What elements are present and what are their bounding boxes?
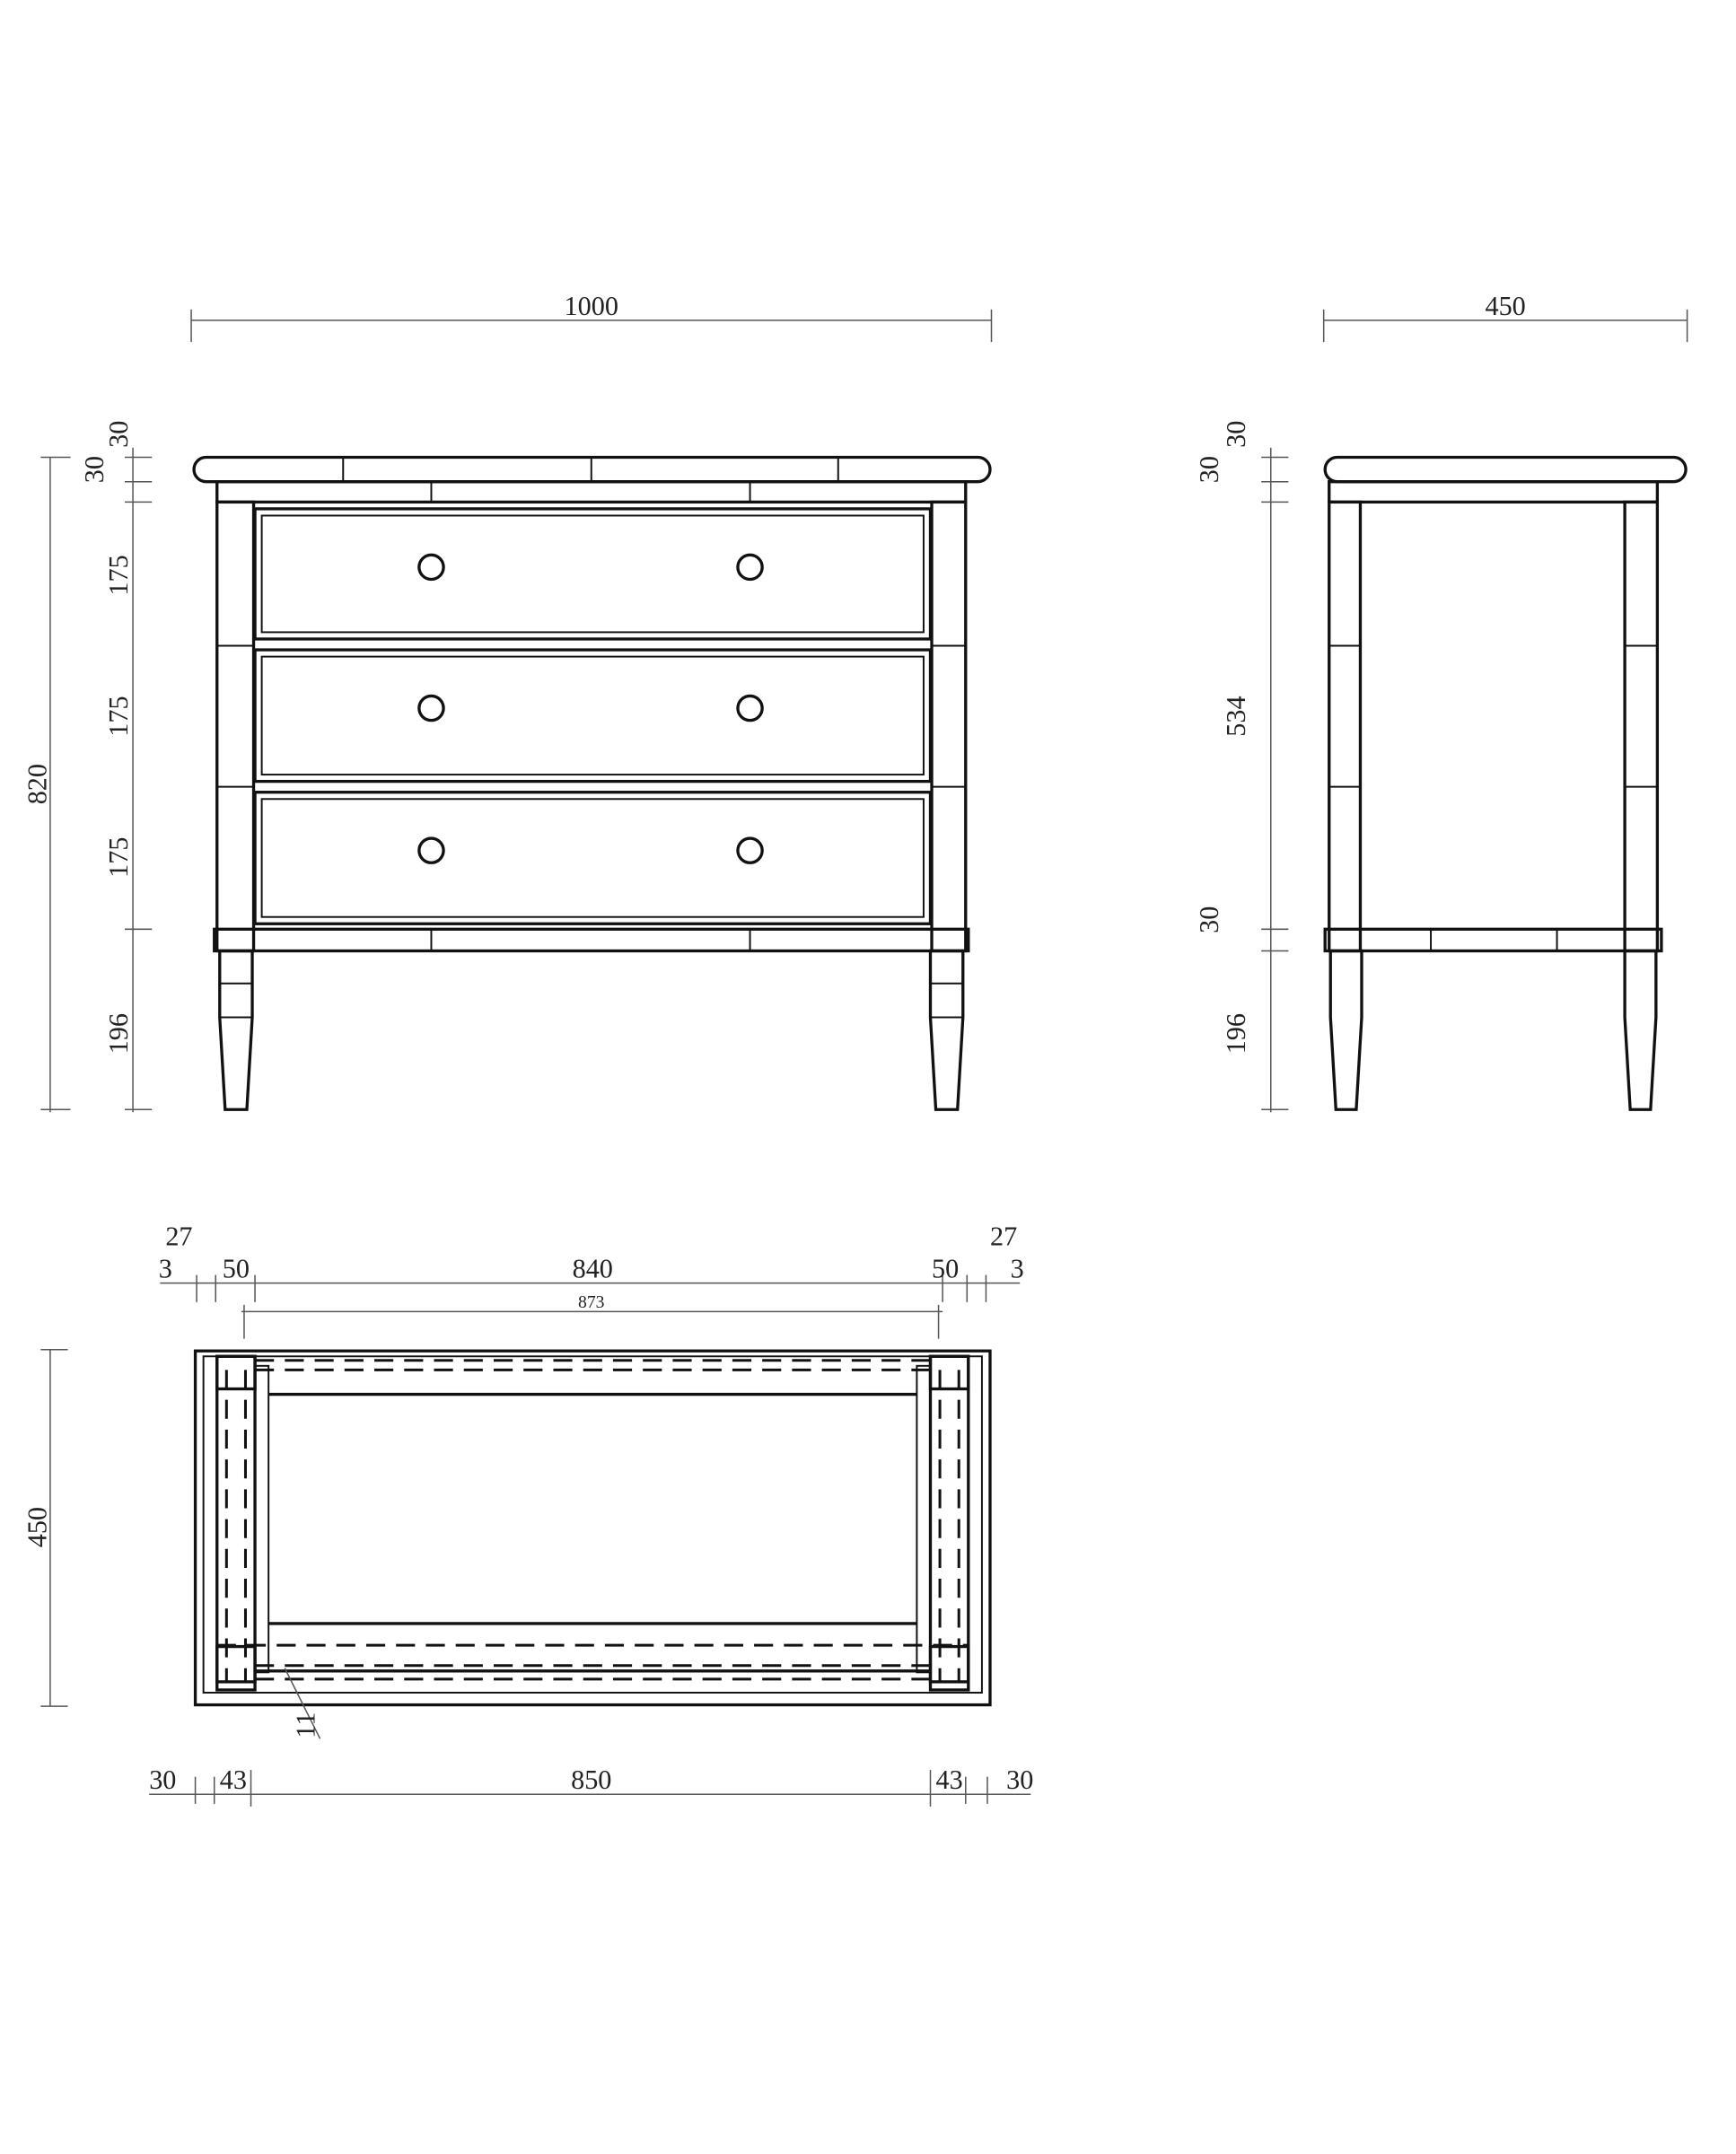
dim-gap: 11 [291,1712,321,1738]
chest-front [192,455,992,1111]
front-width-dimension: 1000 [190,291,993,343]
dim-side-depth: 450 [1485,291,1525,321]
dim-total-height: 820 [22,764,52,804]
drawer-2 [253,648,933,784]
dim-side-rail: 30 [1194,456,1224,483]
knob-icon [736,836,764,864]
dim-drawer-1: 175 [103,555,134,595]
dim-right-overhang-b: 27 [990,1221,1017,1251]
dim-bottom-inner: 850 [571,1764,611,1795]
dim-legs: 196 [103,1013,134,1054]
side-view: 450 30 30 534 30 196 [1194,291,1688,1113]
dim-bottom-left-post: 43 [220,1764,247,1795]
dim-right-overhang-a: 3 [1011,1254,1024,1284]
dim-side-bottom-rail: 30 [1194,906,1224,933]
corner-post [928,1644,970,1684]
corner-post [928,1354,970,1391]
corner-post [215,1354,257,1391]
dim-rail: 30 [79,456,110,483]
chest-plan: 11 [193,1349,992,1739]
front-height-dimensions: 820 30 30 175 175 175 196 [22,421,153,1113]
dim-inner: 840 [573,1254,613,1284]
chest-side [1323,455,1688,1111]
knob-icon [417,694,445,722]
knob-icon [417,836,445,864]
dim-side-body: 534 [1221,696,1251,736]
dim-front-width: 1000 [565,291,618,321]
dim-bottom-right-edge: 30 [1006,1764,1033,1795]
dim-side-top: 30 [1221,421,1251,448]
knob-icon [417,553,445,582]
dim-bottom-right-post: 43 [936,1764,963,1795]
drawer-1 [253,507,933,641]
dim-right-post: 50 [932,1254,959,1284]
knob-icon [736,553,764,582]
drawer-3 [253,791,933,925]
knob-icon [736,694,764,722]
dim-bottom-left-edge: 30 [149,1764,176,1795]
dim-left-post: 50 [223,1254,250,1284]
dim-drawer-2: 175 [103,696,134,736]
plan-view: 27 3 50 840 50 27 3 873 450 [22,1221,1033,1807]
dim-left-overhang-a: 3 [159,1254,172,1284]
corner-post [215,1644,257,1684]
dim-drawer-width: 873 [578,1292,605,1312]
dim-drawer-3: 175 [103,837,134,878]
dim-side-legs: 196 [1221,1013,1251,1054]
dim-plan-depth: 450 [22,1507,52,1547]
front-view: 1000 820 30 30 175 175 175 196 [22,291,993,1113]
dim-top: 30 [103,421,134,448]
dim-left-overhang-b: 27 [165,1221,192,1251]
